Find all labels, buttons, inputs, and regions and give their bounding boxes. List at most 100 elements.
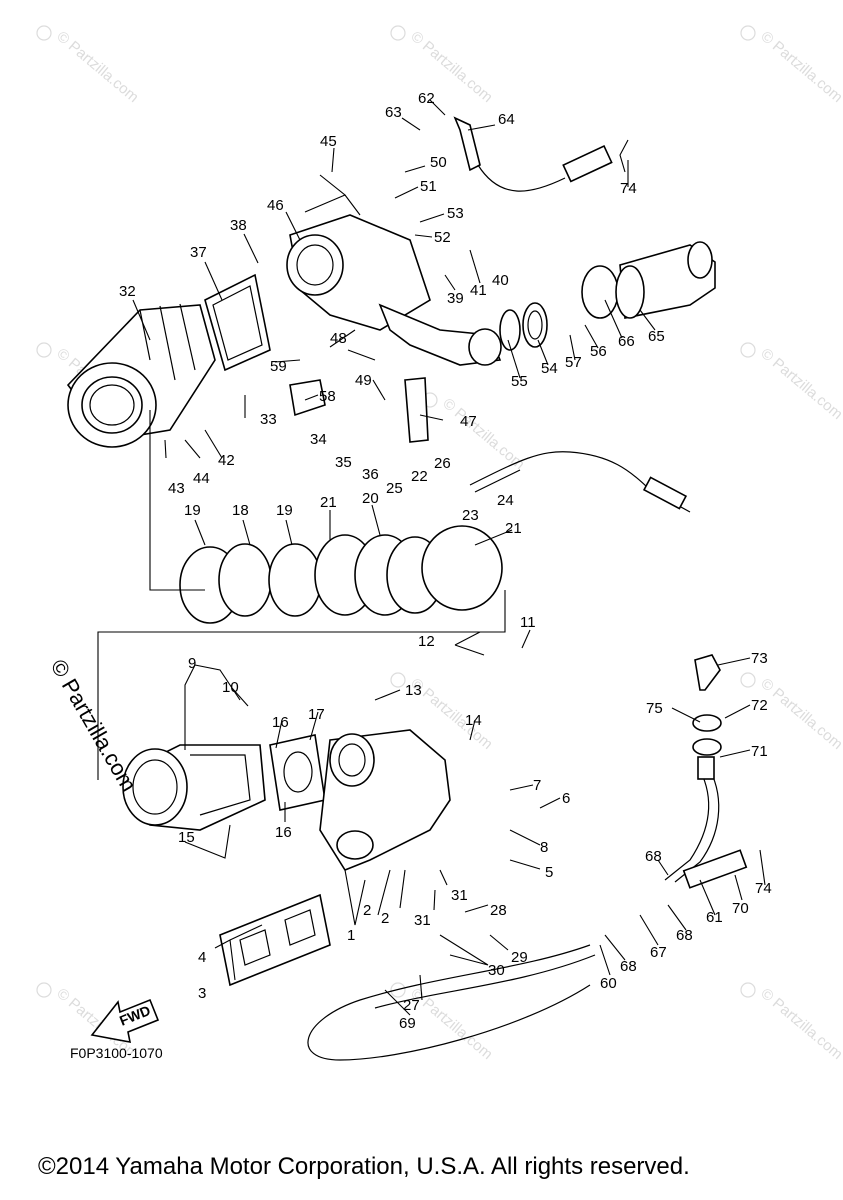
callout-41: 41 [470, 282, 487, 299]
callout-56: 56 [590, 343, 607, 360]
callout-55: 55 [511, 373, 528, 390]
fwd-arrow: FWD [90, 998, 160, 1044]
callout-29: 29 [511, 949, 528, 966]
callout-15: 15 [178, 829, 195, 846]
callout-21: 21 [505, 520, 522, 537]
callout-19: 19 [184, 502, 201, 519]
callout-27: 27 [403, 997, 420, 1014]
bracket-58 [289, 379, 326, 417]
exhaust-manifold-46 [286, 214, 502, 366]
gasket-3 [219, 893, 331, 987]
callout-39: 39 [447, 290, 464, 307]
callout-23: 23 [462, 507, 479, 524]
callout-72: 72 [751, 697, 768, 714]
callout-68: 68 [620, 958, 637, 975]
callout-42: 42 [218, 452, 235, 469]
callout-75: 75 [646, 700, 663, 717]
callout-4: 4 [198, 949, 206, 966]
callout-61: 61 [706, 909, 723, 926]
callout-44: 44 [193, 470, 210, 487]
callout-22: 22 [411, 468, 428, 485]
callout-9: 9 [188, 655, 196, 672]
callout-74: 74 [755, 880, 772, 897]
copyright-notice: ©2014 Yamaha Motor Corporation, U.S.A. A… [38, 1153, 690, 1180]
callout-24: 24 [497, 492, 514, 509]
leader-lines [132, 99, 766, 1016]
callout-49: 49 [355, 372, 372, 389]
callout-31: 31 [414, 912, 431, 929]
callout-64: 64 [498, 111, 515, 128]
muffler-body [66, 303, 216, 448]
callout-53: 53 [447, 205, 464, 222]
callout-47: 47 [460, 413, 477, 430]
callout-7: 7 [533, 777, 541, 794]
callout-labels: 1 2 2 3 4 5 6 7 8 9 10 11 12 13 14 15 16… [119, 90, 772, 1032]
callout-63: 63 [385, 104, 402, 121]
callout-17: 17 [308, 706, 325, 723]
callout-11: 11 [520, 614, 536, 631]
callout-33: 33 [260, 411, 277, 428]
side-watermark: © Partzilla.com [46, 655, 142, 796]
callout-68: 68 [676, 927, 693, 944]
callout-20: 20 [362, 490, 379, 507]
callout-48: 48 [330, 330, 347, 347]
callout-13: 13 [405, 682, 422, 699]
callout-71: 71 [751, 743, 768, 760]
clamp-row [179, 525, 503, 624]
callout-6: 6 [562, 790, 570, 807]
watermark-text: © Partzilla.com [53, 28, 141, 106]
hose-71 [664, 769, 710, 881]
callout-38: 38 [230, 217, 247, 234]
figure-code: F0P3100-1070 [70, 1045, 163, 1061]
hose-24 [469, 451, 691, 513]
callout-36: 36 [362, 466, 379, 483]
ring-55 [499, 309, 521, 351]
exhaust-manifold-1 [319, 729, 451, 871]
hose-64 [453, 116, 481, 172]
callout-52: 52 [434, 229, 451, 246]
callout-43: 43 [168, 480, 185, 497]
callout-40: 40 [492, 272, 509, 289]
gasket-17 [269, 734, 326, 811]
callout-74: 74 [620, 180, 637, 197]
callout-60: 60 [600, 975, 617, 992]
callout-57: 57 [565, 354, 582, 371]
callout-70: 70 [732, 900, 749, 917]
hose-60 [307, 944, 591, 1061]
callout-30: 30 [488, 962, 505, 979]
callout-58: 58 [319, 388, 336, 405]
callout-73: 73 [751, 650, 768, 667]
callout-35: 35 [335, 454, 352, 471]
callout-19: 19 [276, 502, 293, 519]
callout-32: 32 [119, 283, 136, 300]
ring-54 [522, 302, 548, 348]
callout-68: 68 [645, 848, 662, 865]
watermark-text: © Partzilla.com [407, 985, 495, 1063]
callout-45: 45 [320, 133, 337, 150]
watermark-text: © Partzilla.com [757, 28, 843, 106]
callout-2: 2 [363, 902, 371, 919]
watermark-text: © Partzilla.com [439, 395, 527, 473]
callout-10: 10 [222, 679, 239, 696]
watermark-text: © Partzilla.com [757, 675, 843, 753]
callout-50: 50 [430, 154, 447, 171]
callout-34: 34 [310, 431, 327, 448]
callout-62: 62 [418, 90, 435, 107]
callout-31: 31 [451, 887, 468, 904]
callout-16: 16 [275, 824, 292, 841]
callout-69: 69 [399, 1015, 416, 1032]
cap-73 [692, 654, 722, 780]
callout-14: 14 [465, 712, 482, 729]
callout-1: 1 [347, 927, 355, 944]
callout-28: 28 [490, 902, 507, 919]
bracket-47 [404, 377, 429, 443]
callout-67: 67 [650, 944, 667, 961]
callout-18: 18 [232, 502, 249, 519]
joint-65 [581, 241, 716, 319]
callout-5: 5 [545, 864, 553, 881]
callout-2: 2 [381, 910, 389, 927]
callout-3: 3 [198, 985, 206, 1002]
exhaust-pipe-9 [122, 744, 266, 831]
callout-12: 12 [418, 633, 435, 650]
